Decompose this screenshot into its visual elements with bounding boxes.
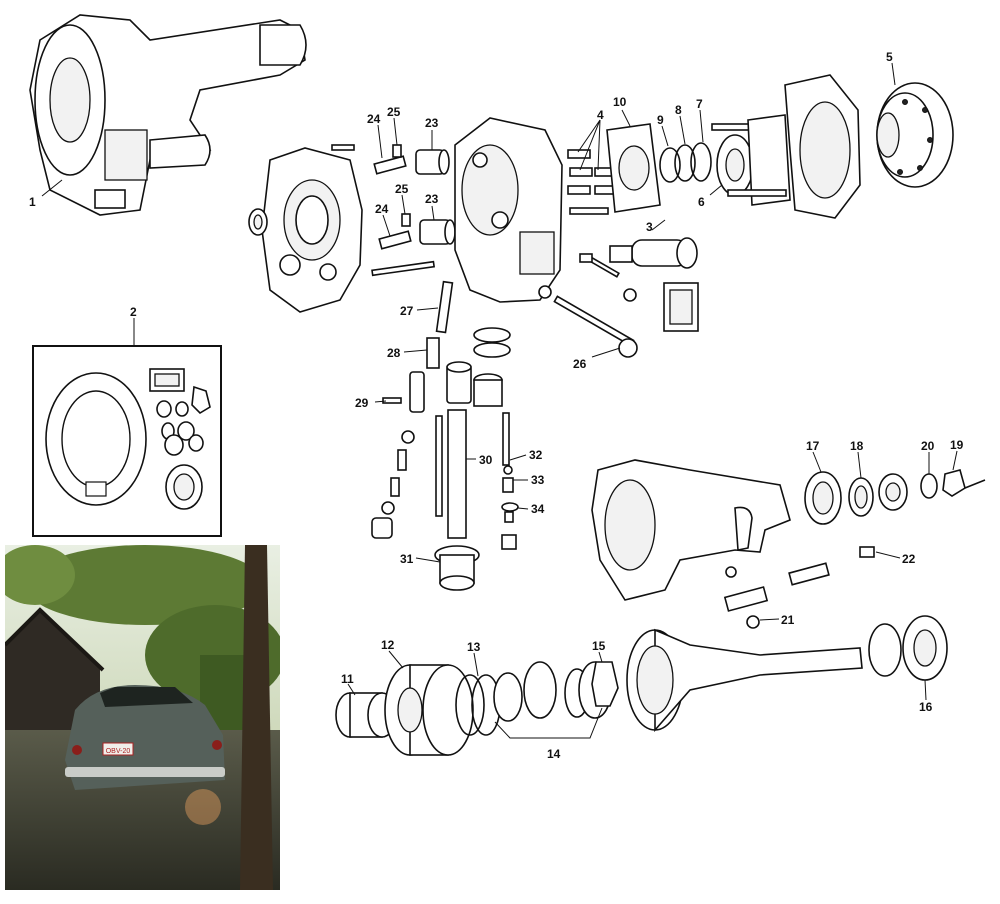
part-3-selector-assembly	[579, 237, 698, 302]
main-gearbox-casing	[454, 117, 563, 303]
callout-16: 16	[919, 700, 933, 714]
part-32-33-34-valve-parts	[501, 412, 519, 550]
callout-4: 4	[597, 108, 604, 122]
callout-3: 3	[646, 220, 653, 234]
callout-7: 7	[696, 97, 703, 111]
callout-33: 33	[531, 473, 545, 487]
part-30-31-pump-assembly	[434, 327, 511, 591]
part-5-flange	[876, 82, 954, 188]
rear-extension-housing	[591, 459, 791, 601]
callout-29: 29	[355, 396, 369, 410]
leader-lines	[41, 62, 958, 701]
part-27-28-29-valve-stack	[371, 280, 454, 539]
part-6-rear-housing	[711, 74, 861, 219]
callout-27: 27	[400, 304, 414, 318]
part-16-output-shaft	[626, 615, 948, 733]
callout-24-lower: 24	[375, 202, 389, 216]
part-18-ring	[848, 477, 874, 517]
license-plate-text: OBV-20	[106, 748, 131, 755]
callout-20: 20	[921, 439, 935, 453]
part-24-25-brackets	[373, 144, 412, 250]
callout-19: 19	[950, 438, 964, 452]
part-15-gear	[591, 661, 619, 707]
callout-25-upper: 25	[387, 105, 401, 119]
small-cover-plate	[663, 282, 699, 332]
callout-23-upper: 23	[425, 116, 439, 130]
callout-6: 6	[698, 195, 705, 209]
callout-9: 9	[657, 113, 664, 127]
part-10-gasket	[606, 123, 661, 213]
part-14-bracket	[494, 707, 603, 739]
part-17-bearing	[804, 471, 842, 525]
callout-1: 1	[29, 195, 36, 209]
callout-30: 30	[479, 453, 493, 467]
callout-32: 32	[529, 448, 543, 462]
callout-22: 22	[902, 552, 916, 566]
callout-28: 28	[387, 346, 401, 360]
front-end-plate	[248, 144, 436, 313]
callout-31: 31	[400, 552, 414, 566]
callout-13: 13	[467, 640, 481, 654]
callout-11: 11	[341, 672, 354, 686]
part-12-drum	[384, 664, 474, 756]
callout-25-lower: 25	[395, 182, 409, 196]
callout-18: 18	[850, 439, 864, 453]
part-1-assembled-gearbox	[29, 14, 307, 216]
part-20-washer	[920, 473, 938, 499]
part-7-8-9-rings	[659, 142, 712, 183]
part-19-nut	[942, 469, 986, 497]
callout-2: 2	[130, 305, 137, 319]
part-26-shaft	[553, 295, 638, 358]
part-21-22-fittings	[723, 546, 875, 629]
callout-34: 34	[531, 502, 545, 516]
callout-26: 26	[573, 357, 587, 371]
part-18b-collar	[878, 473, 908, 511]
callout-5: 5	[886, 50, 893, 64]
callout-15: 15	[592, 639, 606, 653]
callout-labels: 1 2 3 4 5 6 7 8 9 10 11 12 13 14 15 16 1…	[29, 50, 964, 761]
callout-12: 12	[381, 638, 395, 652]
photo-classic-car-rear: OBV-20	[5, 545, 280, 890]
callout-8: 8	[675, 103, 682, 117]
callout-17: 17	[806, 439, 820, 453]
part-23-bushes	[415, 149, 456, 245]
gasket-kit-drawing	[45, 368, 211, 510]
car-photo-illustration: OBV-20	[5, 545, 280, 890]
part-2-gasket-kit-box	[32, 345, 222, 537]
callout-23-lower: 23	[425, 192, 439, 206]
callout-14: 14	[547, 747, 561, 761]
callout-10: 10	[613, 95, 627, 109]
callout-24-upper: 24	[367, 112, 381, 126]
callout-21: 21	[781, 613, 795, 627]
